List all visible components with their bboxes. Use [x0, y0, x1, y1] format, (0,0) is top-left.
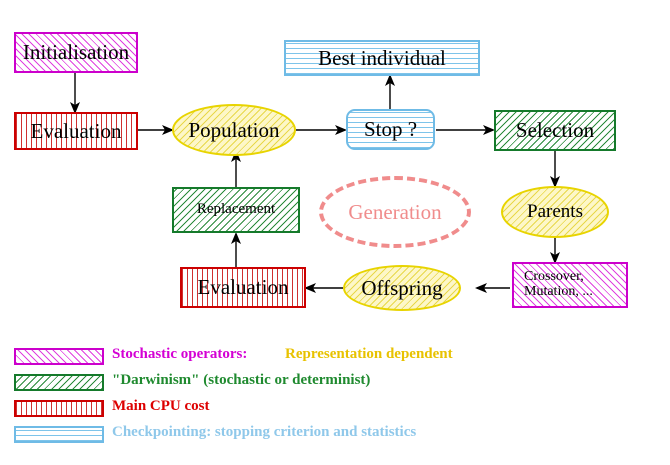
legend-label-checkpointing: Checkpointing: stopping criterion and st… [112, 424, 417, 440]
node-selection[interactable]: Selection [494, 110, 616, 151]
node-evaluation-bottom[interactable]: Evaluation [180, 267, 306, 308]
node-offspring-label: Offspring [361, 275, 443, 300]
legend-swatch-magenta [14, 348, 104, 365]
node-variation-label-line1: Crossover, [524, 269, 584, 285]
legend-row-darwinism: "Darwinism" (stochastic or determinist) [0, 372, 670, 398]
node-evaluation-bottom-label: Evaluation [197, 275, 289, 300]
node-stop[interactable]: Stop ? [346, 109, 435, 150]
legend-swatch-red [14, 400, 104, 417]
node-variation-label-line2: Mutation, ... [524, 284, 593, 299]
node-evaluation-top-label: Evaluation [30, 118, 122, 143]
node-evaluation-top[interactable]: Evaluation [14, 112, 138, 150]
node-variation-operators[interactable]: Crossover, Mutation, ... [512, 262, 628, 308]
legend-swatch-green [14, 374, 104, 391]
node-best-individual[interactable]: Best individual [284, 40, 480, 76]
node-selection-label: Selection [515, 118, 595, 143]
legend-label-stochastic: Stochastic operators: [112, 346, 248, 362]
legend: Stochastic operators: Representation dep… [0, 340, 670, 465]
legend-label-representation: Representation dependent [285, 346, 453, 362]
node-offspring[interactable]: Offspring [343, 265, 461, 311]
node-stop-label: Stop ? [363, 117, 418, 142]
node-initialisation-label: Initialisation [22, 40, 130, 65]
node-replacement[interactable]: Replacement [172, 187, 300, 233]
node-population-label: Population [188, 117, 280, 142]
legend-label-darwinism: "Darwinism" (stochastic or determinist) [112, 372, 371, 388]
node-population[interactable]: Population [172, 104, 296, 156]
node-generation-label: Generation [348, 199, 442, 224]
legend-row-cpu: Main CPU cost [0, 398, 670, 424]
node-best-individual-label: Best individual [318, 45, 446, 70]
node-parents-label: Parents [527, 201, 583, 223]
node-replacement-label: Replacement [196, 201, 276, 218]
node-generation-group: Generation [319, 176, 471, 248]
legend-label-cpu: Main CPU cost [112, 398, 210, 414]
legend-row-checkpointing: Checkpointing: stopping criterion and st… [0, 424, 670, 450]
arrow-layer [70, 73, 560, 293]
node-parents[interactable]: Parents [501, 186, 609, 238]
legend-swatch-blue [14, 426, 104, 443]
legend-row-stochastic: Stochastic operators: Representation dep… [0, 346, 670, 372]
node-initialisation[interactable]: Initialisation [14, 32, 138, 73]
